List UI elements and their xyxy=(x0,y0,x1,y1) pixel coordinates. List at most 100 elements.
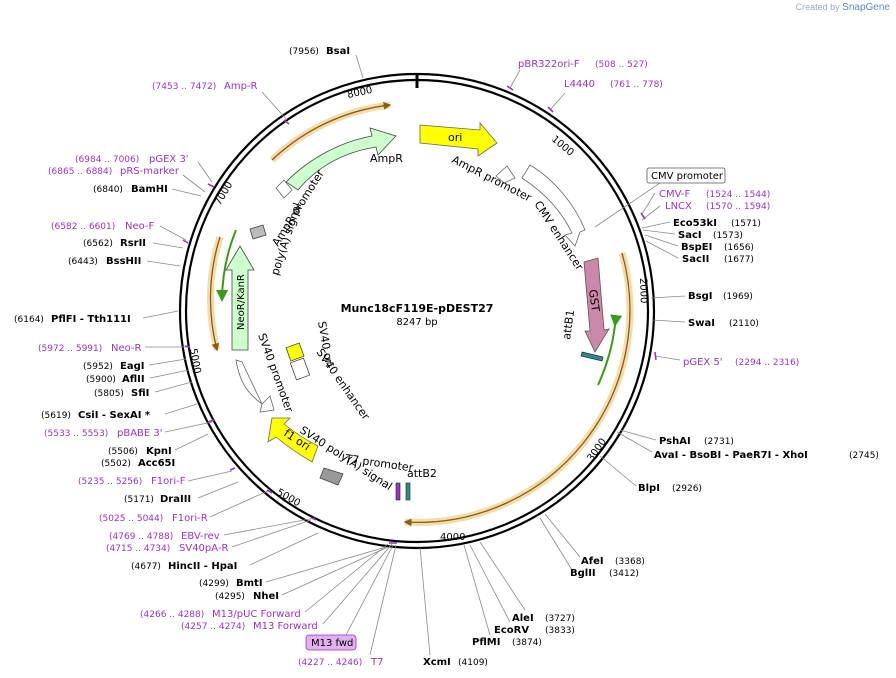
leader-f1orif xyxy=(187,470,233,482)
attb2-mark xyxy=(405,482,411,501)
leader-bsai xyxy=(355,54,364,79)
leader-bmti xyxy=(265,546,387,583)
primer-f1orir-pos: (5025 .. 5044) xyxy=(99,514,163,524)
site-acc65i-pos: (5502) xyxy=(101,459,131,469)
site-pflfi: PflFI - Tth111I xyxy=(51,314,131,325)
sv40-promoter-arrow xyxy=(235,359,275,413)
primer-ebv-pos: (4769 .. 4788) xyxy=(109,532,173,542)
site-pshai-pos: (2731) xyxy=(704,437,734,447)
site-xcmi-pos: (4109) xyxy=(458,658,488,668)
site-avai-pos: (2745) xyxy=(849,451,879,461)
leader-eagi xyxy=(148,358,187,366)
site-pflmi: PflMI xyxy=(472,637,500,648)
leader-sacii xyxy=(645,240,679,259)
orf-arc-neo-line xyxy=(209,236,221,352)
site-aflii: AflII xyxy=(122,374,145,385)
primer-f1orif-pos: (5235 .. 5256) xyxy=(78,477,142,487)
ori-arrow xyxy=(419,121,498,157)
site-eco53ki-pos: (1571) xyxy=(731,219,761,229)
mark-neof xyxy=(182,239,189,244)
primer-ebv: EBV-rev xyxy=(181,531,220,542)
site-bsai-pos: (7956) xyxy=(289,47,319,57)
leader-m13puc xyxy=(304,543,389,613)
site-eco53ki: Eco53kI xyxy=(673,218,717,229)
primer-f1orir: F1ori-R xyxy=(172,513,208,524)
leader-ecorv xyxy=(469,544,511,623)
site-rsrii-pos: (6562) xyxy=(83,239,113,249)
leader-neof xyxy=(159,225,187,241)
sv40-enhancer-label: SV40 enhancer xyxy=(314,346,373,422)
primer-m13f: M13 Forward xyxy=(253,621,318,632)
primer-pbabe: pBABE 3' xyxy=(117,428,163,439)
site-afei: AfeI xyxy=(581,556,604,567)
site-bglii-pos: (3412) xyxy=(609,569,639,579)
ori-label: ori xyxy=(448,131,462,144)
leader-pbr xyxy=(509,69,521,89)
site-sfii-pos: (5805) xyxy=(94,389,124,399)
site-pflmi-pos: (3874) xyxy=(512,638,542,648)
ampr-promoter-top-label: AmpR promoter xyxy=(450,153,534,204)
ampr-label: AmpR xyxy=(370,152,403,165)
primer-neof: Neo-F xyxy=(125,221,155,232)
sv40-polya-box xyxy=(319,467,344,486)
mark-cmvf xyxy=(640,212,646,220)
mark-pbabe xyxy=(207,419,215,423)
snapgene-logo: SnapGene xyxy=(842,2,890,13)
site-acc65i: Acc65I xyxy=(138,458,175,469)
primer-l4440-name: L4440 xyxy=(564,79,595,90)
leader-t7 xyxy=(369,544,397,656)
site-bamhi-pos: (6840) xyxy=(93,185,123,195)
primer-m13puc-pos: (4266 .. 4288) xyxy=(140,610,204,620)
leader-prs xyxy=(182,174,206,193)
site-pshai: PshAI xyxy=(659,436,691,447)
primer-ampr: Amp-R xyxy=(224,81,258,92)
mark-ampr xyxy=(283,119,290,125)
site-sfii: SfiI xyxy=(131,388,149,399)
primer-cmvf-pos: (1524 .. 1544) xyxy=(706,190,770,200)
leader-rsrii xyxy=(152,242,184,249)
primer-neor: Neo-R xyxy=(111,343,142,354)
ruler-1000: 1000 xyxy=(549,134,576,159)
leader-bamhi xyxy=(171,188,202,197)
site-swai: SwaI xyxy=(688,318,715,329)
primer-m13puc: M13/pUC Forward xyxy=(212,609,301,620)
site-sacii-pos: (1677) xyxy=(724,255,754,265)
leader-bsshii xyxy=(146,260,181,267)
ampr-arrow xyxy=(285,127,397,191)
primer-cmvf-name: CMV-F xyxy=(659,189,690,200)
site-blpi-pos: (2926) xyxy=(672,484,702,494)
site-bspei-pos: (1656) xyxy=(724,243,754,253)
site-csii: CsiI - SexAI * xyxy=(78,410,151,421)
site-draiii: DraIII xyxy=(160,494,191,505)
mark-neor xyxy=(184,345,191,348)
leader-kpni xyxy=(174,433,209,451)
primer-m13f-pos: (4257 .. 4274) xyxy=(181,622,245,632)
leader-avai xyxy=(616,431,653,453)
primer-lncx-pos: (1570 .. 1594) xyxy=(706,202,770,212)
ruler-2000: 2000 xyxy=(637,278,649,304)
leader-csii xyxy=(164,403,198,415)
labels: (7956) BsaI (7453 .. 7472) Amp-R pBR322o… xyxy=(14,46,879,668)
primer-prs-pos: (6865 .. 6884) xyxy=(48,167,112,177)
leader-pgex5 xyxy=(654,355,681,361)
site-bsshii-pos: (6443) xyxy=(68,257,98,267)
primer-pgex3-pos: (6984 .. 7006) xyxy=(75,155,139,165)
leader-m13f xyxy=(322,543,393,625)
gst-arrow xyxy=(583,257,610,353)
site-eagi-pos: (5952) xyxy=(83,362,113,372)
site-rsrii: RsrII xyxy=(120,238,146,249)
f1-ori-arrow xyxy=(267,417,319,463)
ruler-4000: 4000 xyxy=(440,532,465,543)
mark-pgex3 xyxy=(207,183,215,188)
leader-aflii xyxy=(149,369,190,379)
site-bsshii: BssHII xyxy=(106,256,141,267)
cmv-enhancer-arrow xyxy=(521,164,586,247)
cmv-promoter-label: CMV promoter xyxy=(651,171,724,182)
site-ecorv-pos: (3833) xyxy=(545,626,575,636)
ruler-8000: 8000 xyxy=(346,85,373,101)
site-afei-pos: (3368) xyxy=(615,557,645,567)
leader-m13fwd xyxy=(344,544,394,638)
site-eagi: EagI xyxy=(120,361,144,372)
leader-eco53ki xyxy=(641,221,671,229)
